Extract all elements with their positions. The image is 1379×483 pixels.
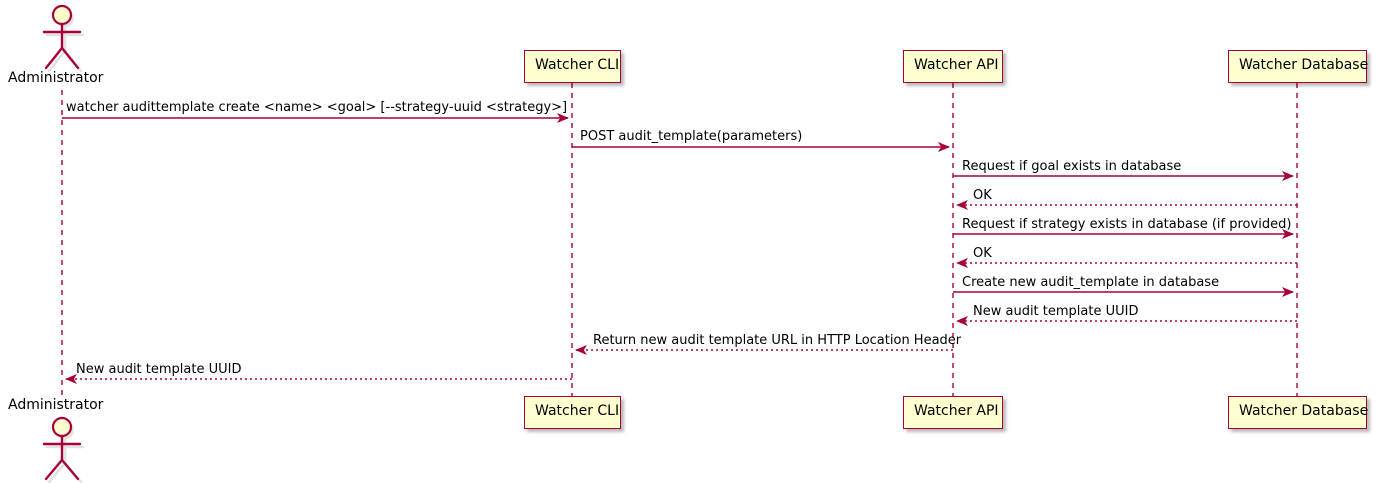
message-label-6: OK <box>973 246 992 261</box>
actor-label-administrator-bottom: Administrator <box>8 397 104 413</box>
message-label-3: Request if goal exists in database <box>962 159 1182 174</box>
participant-box-watcher-database-top[interactable]: Watcher Database <box>1228 50 1368 83</box>
actor-leg-right <box>60 46 80 70</box>
actor-label-administrator-top: Administrator <box>8 70 104 86</box>
participant-box-watcher-cli-bottom[interactable]: Watcher CLI <box>524 396 621 429</box>
message-arrows <box>62 113 1297 384</box>
actor-head <box>51 4 73 26</box>
lifelines <box>61 83 1298 396</box>
actor-leg-left <box>44 458 64 481</box>
message-label-4: OK <box>973 188 992 203</box>
message-label-2: POST audit_template(parameters) <box>580 129 803 144</box>
actor-administrator-top <box>42 4 85 73</box>
participant-box-watcher-database-bottom[interactable]: Watcher Database <box>1228 396 1368 429</box>
message-label-1: watcher audittemplate create <name> <goa… <box>66 100 568 115</box>
message-label-10: New audit template UUID <box>76 362 242 377</box>
actor-administrator-bottom <box>42 416 85 483</box>
actor-leg-left <box>44 46 64 70</box>
message-label-8: New audit template UUID <box>973 304 1139 319</box>
participant-box-watcher-cli-top[interactable]: Watcher CLI <box>524 50 621 83</box>
message-label-5: Request if strategy exists in database (… <box>962 217 1292 232</box>
message-label-9: Return new audit template URL in HTTP Lo… <box>593 333 962 348</box>
actor-head <box>51 416 73 438</box>
actor-leg-right <box>60 458 80 481</box>
participant-box-watcher-api-bottom[interactable]: Watcher API <box>903 396 1003 429</box>
participant-box-watcher-api-top[interactable]: Watcher API <box>903 50 1003 83</box>
message-label-7: Create new audit_template in database <box>962 275 1220 290</box>
